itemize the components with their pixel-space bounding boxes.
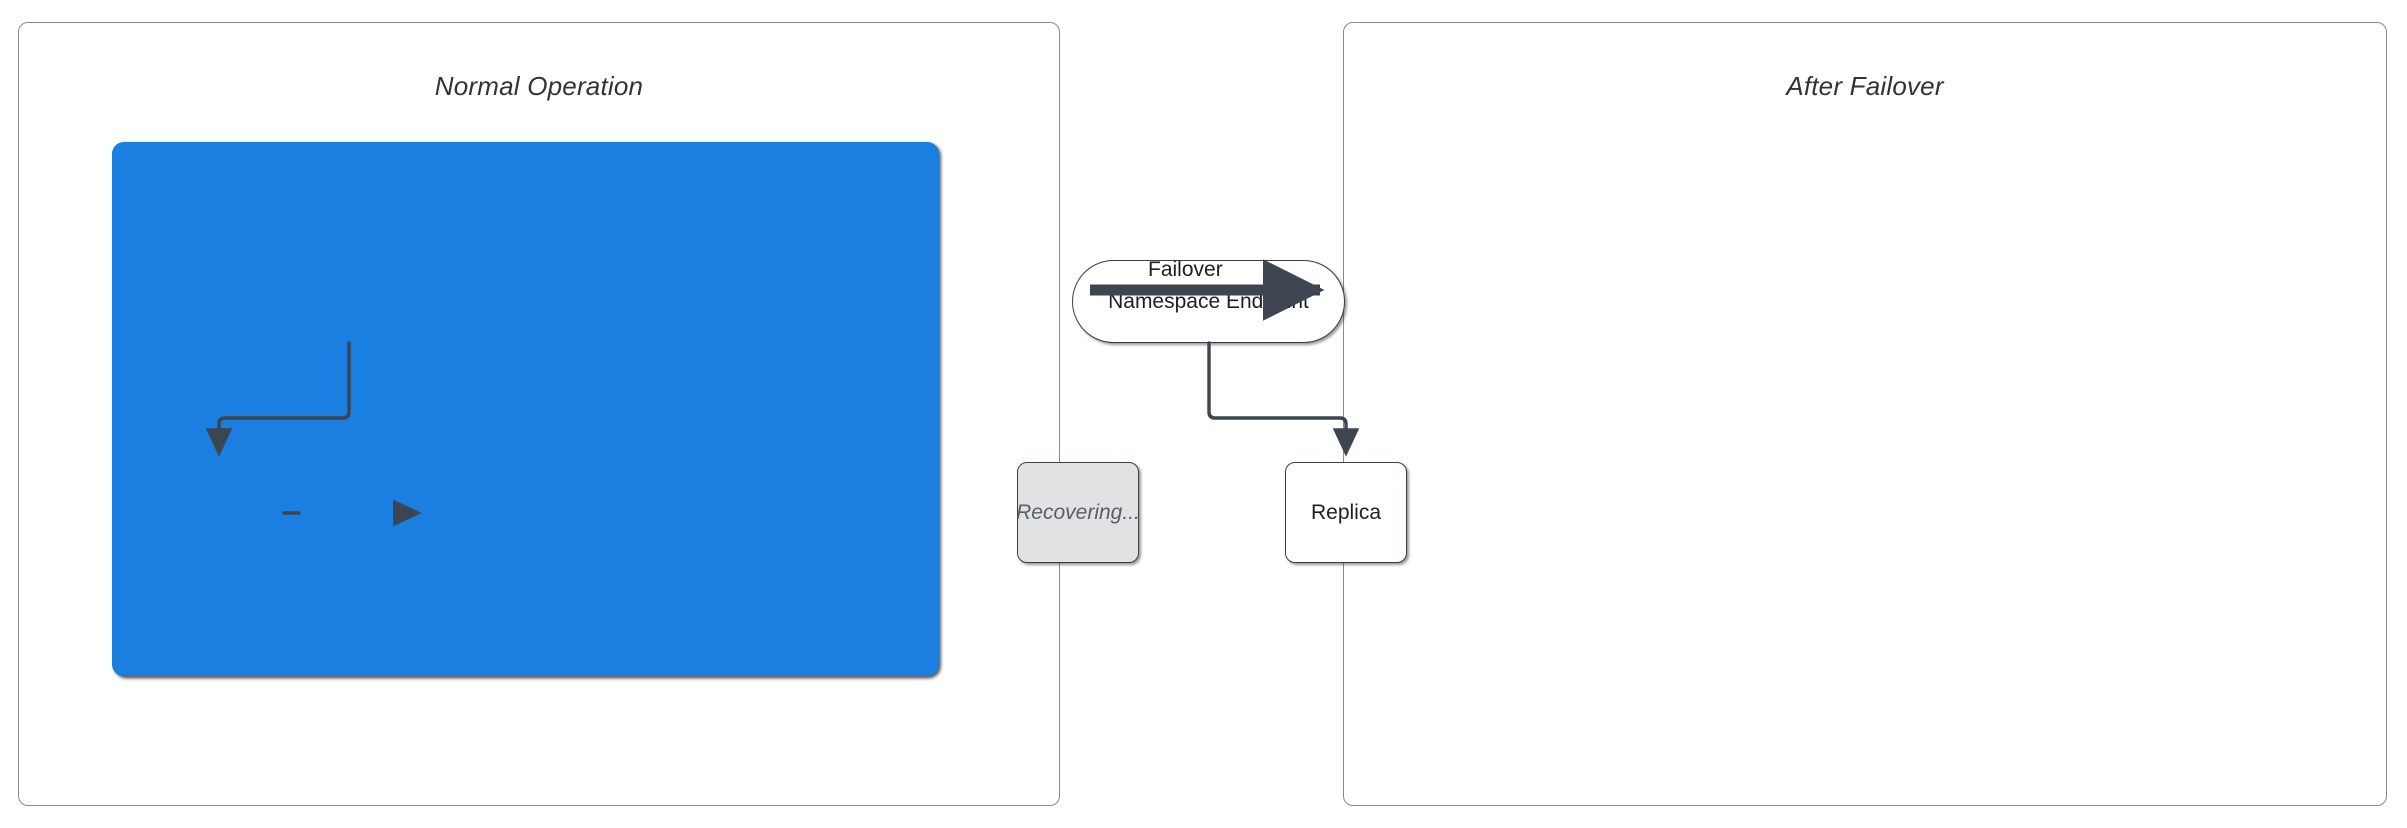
panel-title-normal-operation: Normal Operation (434, 71, 644, 101)
node-label: Replica (1310, 500, 1382, 524)
edge-endpoint-to-replica (1207, 341, 1360, 457)
node-label: Namespace Endpoint (1108, 289, 1309, 313)
node-replica-failover[interactable]: Replica (1285, 462, 1407, 563)
panel-after-failover: After Failover (1343, 22, 2387, 806)
panel-title-after-failover: After Failover (1786, 71, 1944, 101)
transition-label-failover: Failover (1148, 258, 1223, 281)
region-after-failover (113, 142, 939, 676)
node-recovering[interactable]: Recovering... (1016, 462, 1140, 563)
node-label: Recovering... (1016, 500, 1140, 524)
